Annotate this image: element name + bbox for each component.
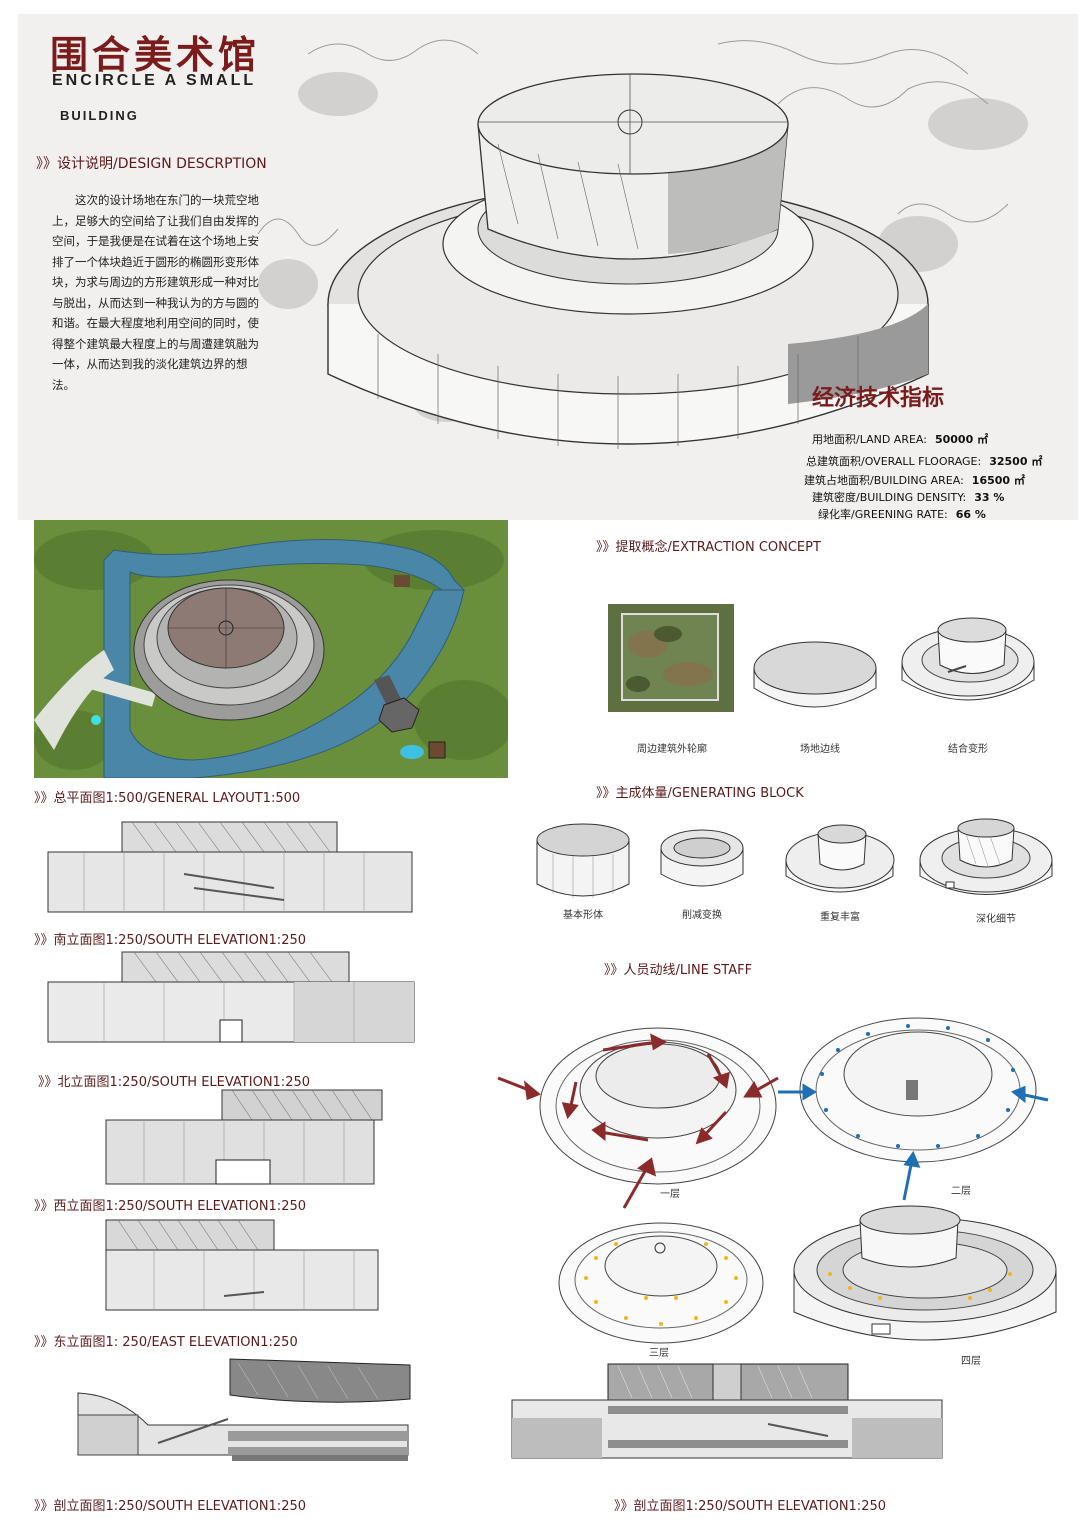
extraction-aerial	[608, 604, 734, 712]
south-elevation-drawing	[47, 821, 413, 913]
econ-row-density: 建筑密度/BUILDING DENSITY:33 %	[812, 491, 1005, 504]
hero-panel	[18, 14, 1078, 520]
section-1-drawing	[77, 1358, 411, 1461]
north-elevation-heading: 》》北立面图1:250/SOUTH ELEVATION1:250	[38, 1075, 311, 1090]
line-staff-heading: 》》人员动线/LINE STAFF	[604, 963, 753, 978]
floor-4-label: 四层	[961, 1356, 981, 1367]
extraction-heading: 》》提取概念/EXTRACTION CONCEPT	[596, 540, 821, 555]
econ-row-floorage: 总建筑面积/OVERALL FLOORAGE:32500 ㎡	[806, 455, 1043, 468]
section-2-drawing	[511, 1363, 943, 1459]
hero-sketch	[257, 39, 1028, 449]
gen-caption-1: 基本形体	[563, 910, 603, 921]
extraction-caption-1: 周边建筑外轮廓	[637, 744, 707, 755]
site-plan-drawing	[34, 520, 508, 778]
gen-caption-4: 深化细节	[976, 914, 1016, 925]
south-elevation-heading: 》》南立面图1:250/SOUTH ELEVATION1:250	[34, 933, 307, 948]
gen-block-2	[660, 829, 744, 887]
west-elevation-drawing	[105, 1089, 383, 1185]
floor-1-diagram	[497, 1027, 779, 1209]
generating-heading: 》》主成体量/GENERATING BLOCK	[596, 786, 804, 801]
extraction-caption-2: 场地边线	[800, 744, 840, 755]
design-heading: 》》设计说明/DESIGN DESCRPTION	[36, 156, 267, 172]
econ-row-land: 用地面积/LAND AREA:50000 ㎡	[812, 433, 989, 446]
west-elevation-heading: 》》西立面图1:250/SOUTH ELEVATION1:250	[34, 1199, 307, 1214]
east-elevation-heading: 》》东立面图1: 250/EAST ELEVATION1:250	[34, 1335, 298, 1350]
site-plan-image	[34, 520, 508, 778]
extraction-combined-block	[901, 617, 1035, 701]
site-plan-heading: 》》总平面图1:500/GENERAL LAYOUT1:500	[34, 791, 301, 806]
aerial-photo	[608, 604, 734, 712]
gen-block-4	[919, 818, 1053, 895]
econ-row-greening: 绿化率/GREENING RATE:66 %	[818, 508, 986, 521]
gen-caption-2: 削减变换	[682, 910, 722, 921]
floor-1-label: 一层	[660, 1189, 680, 1200]
north-elevation-drawing	[47, 951, 415, 1043]
design-body: 这次的设计场地在东门的一块荒空地上，足够大的空间给了让我们自由发挥的空间，于是我…	[52, 193, 259, 392]
floor-2-label: 二层	[951, 1186, 971, 1197]
section-1-heading: 》》剖立面图1:250/SOUTH ELEVATION1:250	[34, 1499, 307, 1514]
extraction-caption-3: 结合变形	[948, 744, 988, 755]
title-en-line1: ENCIRCLE A SMALL	[52, 72, 257, 89]
econ-row-building: 建筑占地面积/BUILDING AREA:16500 ㎡	[804, 474, 1025, 487]
gen-block-3	[785, 824, 895, 893]
title-cn: 围合美术馆	[50, 32, 261, 77]
floor-3-label: 三层	[649, 1348, 669, 1359]
floor-4-diagram	[793, 1205, 1057, 1341]
title-en-line2: BUILDING	[60, 108, 139, 123]
east-elevation-drawing	[105, 1219, 379, 1311]
gen-block-1	[536, 823, 630, 898]
econ-title: 经济技术指标	[812, 386, 945, 411]
section-2-heading: 》》剖立面图1:250/SOUTH ELEVATION1:250	[614, 1499, 887, 1514]
gen-caption-3: 重复丰富	[820, 912, 860, 923]
floor-3-diagram	[558, 1222, 764, 1344]
floor-2-diagram	[778, 1017, 1049, 1201]
extraction-ellipse-block	[753, 641, 877, 708]
